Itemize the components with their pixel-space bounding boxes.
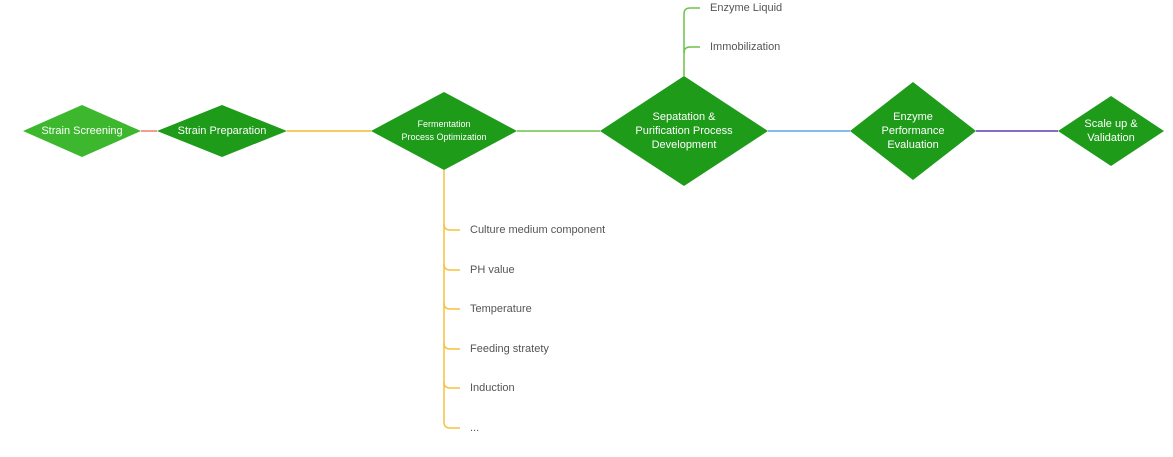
branch-spine-separation: [683, 7, 691, 76]
branch-item-fermentation: Temperature: [470, 303, 532, 315]
branch-tick-fermentation: [443, 263, 460, 271]
node-separation[interactable]: Sepatation & Purification ProcessDevelopm…: [600, 76, 768, 186]
branch-tick-fermentation: [443, 342, 460, 350]
node-shape: [371, 92, 517, 170]
branch-item-separation: Immobilization: [710, 41, 780, 53]
branch-item-fermentation: Feeding stratety: [470, 343, 549, 355]
node-label: Validation: [1087, 132, 1135, 144]
branch-tick-fermentation: [443, 421, 460, 429]
branch-tick-fermentation: [443, 223, 460, 231]
node-strain-preparation[interactable]: Strain Preparation: [157, 105, 287, 157]
node-label: Enzyme: [893, 111, 933, 123]
node-shape: [23, 105, 141, 157]
node-label: Performance: [882, 125, 945, 137]
node-label: Fermentation: [417, 119, 470, 129]
branch-tick-fermentation: [443, 302, 460, 310]
node-shape: [157, 105, 287, 157]
process-nodes: Strain Screening Strain Preparation Fermen…: [23, 76, 1164, 186]
node-label: Scale up &: [1084, 118, 1138, 130]
node-shape: [1058, 96, 1164, 166]
branch-item-fermentation: Culture medium component: [470, 224, 605, 236]
branch-tick-separation: [683, 46, 700, 54]
branch-item-separation: Enzyme Liquid: [710, 2, 782, 14]
node-label: Strain Preparation: [178, 125, 267, 137]
branch-item-fermentation: PH value: [470, 264, 515, 276]
node-label: Purification Process: [635, 125, 733, 137]
branch-item-fermentation: ...: [470, 422, 479, 434]
node-shape: [850, 82, 976, 180]
branch-item-fermentation: Induction: [470, 382, 515, 394]
node-label: Development: [652, 139, 717, 151]
node-strain-screening[interactable]: Strain Screening: [23, 105, 141, 157]
node-label: Strain Screening: [41, 125, 122, 137]
node-label: Sepatation &: [653, 111, 717, 123]
node-shape: [600, 76, 768, 186]
node-label: Process Optimization: [401, 132, 486, 142]
branch-tick-fermentation: [443, 381, 460, 389]
node-label: Evaluation: [887, 139, 938, 151]
node-scale-up[interactable]: Scale up & Validation: [1058, 96, 1164, 166]
